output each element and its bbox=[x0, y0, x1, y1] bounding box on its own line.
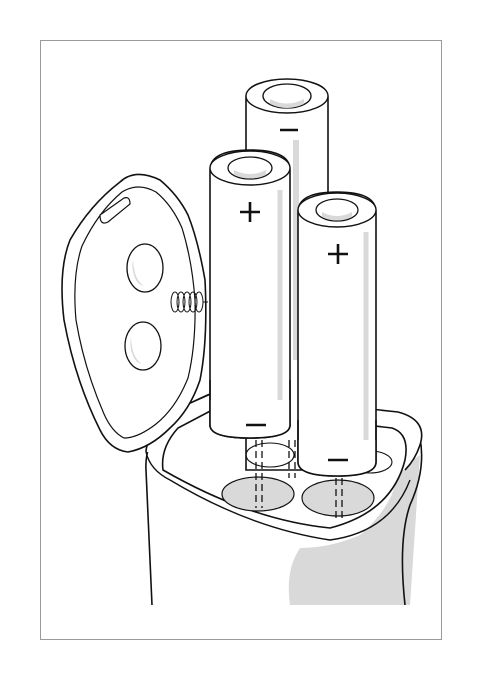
lid-contact-bottom bbox=[125, 322, 161, 370]
battery-right bbox=[298, 192, 376, 476]
battery-left bbox=[210, 150, 290, 438]
battery-lid bbox=[62, 174, 208, 452]
lid-contact-top bbox=[127, 244, 163, 292]
